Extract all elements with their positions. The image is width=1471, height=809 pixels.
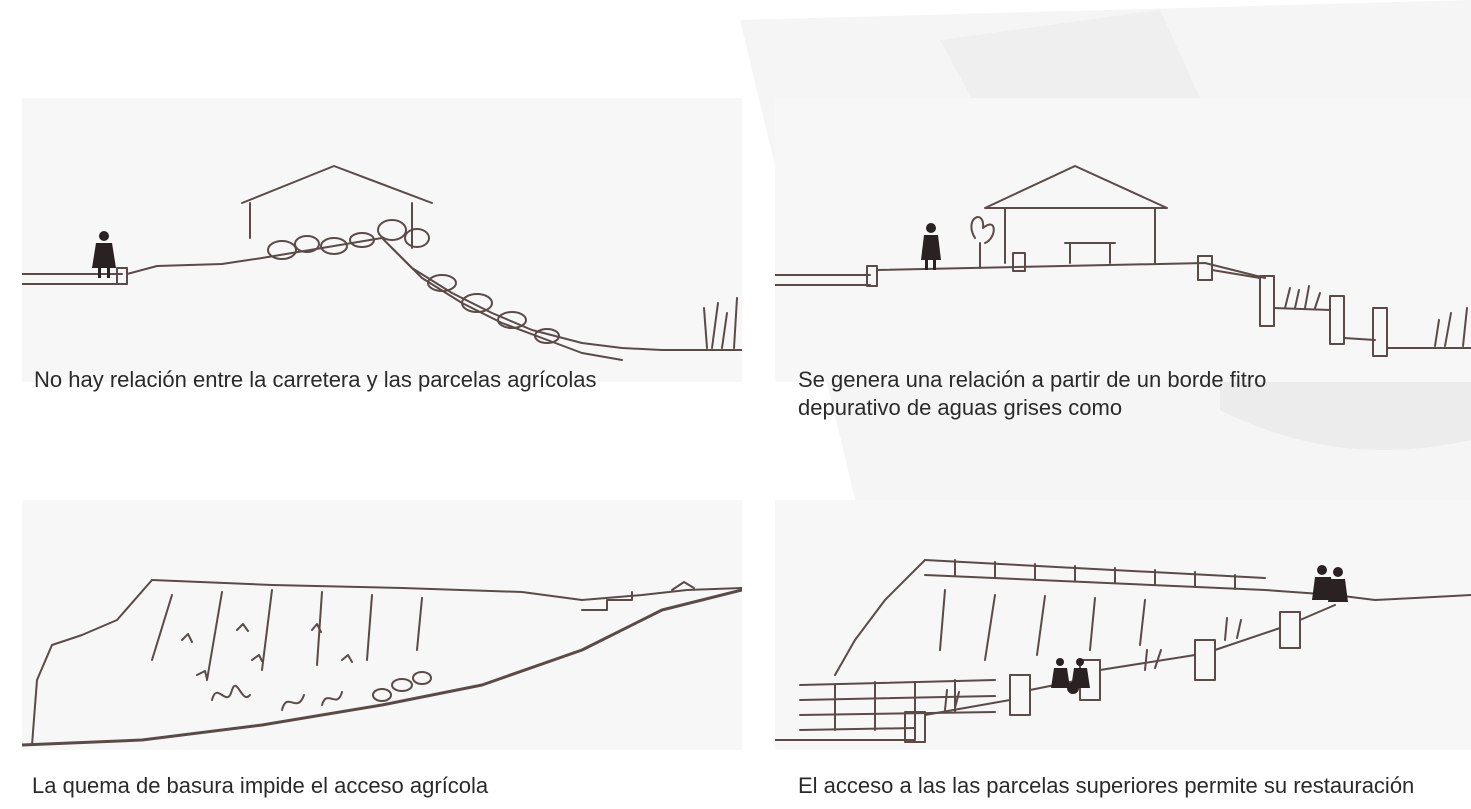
caption-top-left-text: No hay relación entre la carretera y las…: [34, 367, 597, 392]
caption-top-right-line-1: Se genera una relación a partir de un bo…: [798, 367, 1267, 392]
caption-bottom-right: El acceso a las las parcelas superiores …: [798, 772, 1414, 800]
caption-bottom-right-text: El acceso a las las parcelas superiores …: [798, 773, 1415, 798]
caption-bottom-left-text: La quema de basura impide el acceso agrí…: [32, 773, 489, 798]
section-drawing-filter-border: [775, 98, 1471, 382]
caption-top-right-line-2: depurativo de aguas grises como: [798, 395, 1123, 420]
caption-top-right: Se genera una relación a partir de un bo…: [798, 366, 1266, 422]
section-drawing-road-no-relation: [22, 98, 742, 382]
caption-top-left: No hay relación entre la carretera y las…: [34, 366, 597, 394]
caption-bottom-left: La quema de basura impide el acceso agrí…: [32, 772, 488, 800]
section-drawing-terrace-restoration: [775, 500, 1471, 750]
section-drawing-burning-waste: [22, 500, 742, 750]
